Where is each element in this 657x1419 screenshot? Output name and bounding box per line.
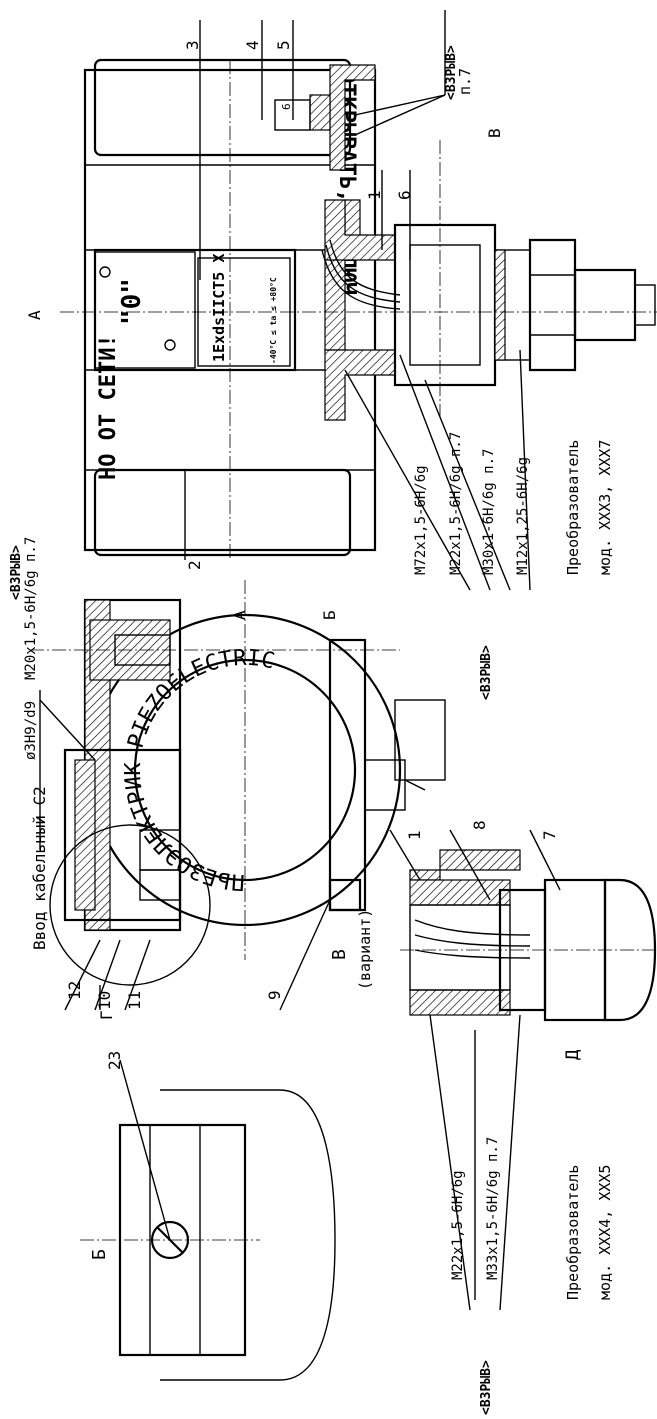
top-callouts: 2 3 4 5 6 1 [183,20,414,570]
middle-view: ПЬЕЗОЭЛЕКТРИК PIEZOELECTRIC <ВЗРЫВ> М20х… [9,537,446,1020]
dial-text: ПЬЕЗОЭЛЕКТРИК PIEZOELECTRIC [121,646,277,894]
callout-7: 7 [540,830,559,840]
callout-23: 23 [105,1051,124,1070]
lower-thread-labels: М22х1,5-6Н/6g М33х1,5-6Н/6g п.7 <ВЗРЫВ> … [429,1014,614,1415]
thread-m20: М20х1,5-6Н/6g п.7 [23,537,39,680]
section-v-top: В [485,128,504,138]
variant-title: В [329,949,350,960]
explosion-bottom: <ВЗРЫВ> [479,645,494,700]
earth-screw [328,878,362,912]
side-boss [328,638,367,912]
caption-models-top: мод. ХХХ3, ХХХ7 [596,440,614,575]
explosion-lower: <ВЗРЫВ> [479,1360,494,1415]
variant-subtitle: (вариант) [356,909,374,990]
callout-10: 10 [95,991,114,1010]
explosion-top: <ВЗРЫВ> [444,45,459,100]
callout-9: 9 [265,990,284,1000]
callout-5: 5 [274,40,293,50]
thread-m22: М22х1,5-6Н/6g п.7 [448,432,464,575]
front-cover [93,58,352,157]
callout-4: 4 [243,40,262,50]
ex-marking: 1ExdsIIСТ5 Х [210,254,228,362]
temp-range: -40°С ≤ ta ≤ +80°С [269,277,278,364]
caption-letter: Д [563,1050,583,1060]
detail-b-view: Б 23 [80,1051,336,1381]
caption-title-lower: Преобразователь [564,1165,582,1300]
explosion-middle: <ВЗРЫВ> [9,545,24,600]
lower-view: В (вариант) 1 8 7 М22х1,5-6Н/6g М33х1,5-… [329,820,657,1415]
callout-3: 3 [183,40,202,50]
callout-1-lower: 1 [405,830,424,840]
lower-callouts: 1 8 7 [389,820,561,901]
caption-title-top: Преобразователь [564,440,582,575]
middle-callouts: 12 10 11 9 [64,899,331,1011]
caption-models-lower: мод. ХХХ4, ХХХ5 [596,1165,614,1300]
thread-m30: М30х1-6Н/6g п.7 [481,449,497,575]
cable-entry-label: Ввод кабельный С2 [30,786,49,950]
thread-m72: М72х1,5-6Н/6g [413,465,429,575]
dim-inner: 6 [280,103,293,110]
callout-8: 8 [470,820,489,830]
callout-12: 12 [65,981,84,1000]
zero-mark: "0" [117,278,147,325]
cover-warning: НО ОТ СЕТИ! [96,334,121,480]
rear-cover [93,468,352,557]
thread-m33: М33х1,5-6Н/6g п.7 [485,1137,501,1280]
hex-nut [528,238,577,372]
thread-m12: М12х1,25-6Н/6g [515,457,531,575]
detail-g: Г [97,1010,116,1020]
section-b-middle: Б [320,610,339,620]
top-thread-labels: М72х1,5-6Н/6g М22х1,5-6Н/6g п.7 М30х1-6Н… [344,349,614,700]
explosion-note: п.7 [456,68,474,95]
callout-1-top: 1 [365,190,384,200]
zero-window [94,251,196,369]
section-a-middle: А [230,610,249,620]
callout-11: 11 [125,991,144,1010]
callout-6: 6 [395,190,414,200]
detail-b-outline [160,1089,336,1381]
fitting-tip [573,268,637,342]
detail-b-title: Б [89,1249,110,1260]
fit-diameter: ø3Н9/d9 [23,701,39,760]
top-view: "0" 1ExdsIIСТ5 Х -40°С ≤ ta ≤ +80°С ОТКР… [25,10,657,700]
section-a-top: А [25,310,44,320]
variant-neck [409,849,521,881]
detail-b-body [118,1123,247,1357]
thread-m22-lower: М22х1,5-6Н/6g [450,1170,466,1280]
callout-2: 2 [185,560,204,570]
